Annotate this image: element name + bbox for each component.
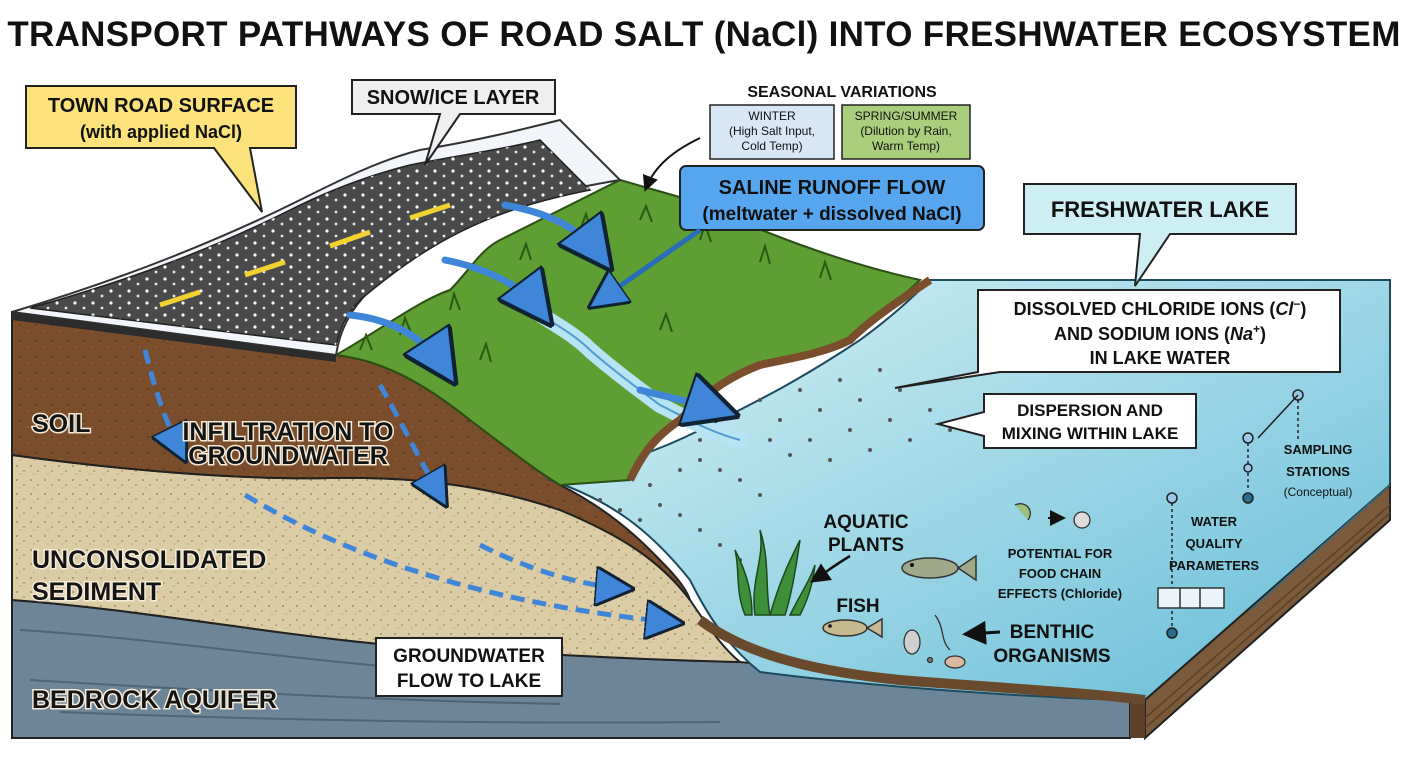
dispersion-line1: DISPERSION AND [1017,401,1163,420]
soil-label: SOIL [32,410,90,438]
winter-box [709,104,835,160]
sediment-label-line1: UNCONSOLIDATED [32,546,266,574]
winter-line2: Cold Temp) [741,139,802,153]
aquatic-plants-drawing [734,529,816,616]
spring-name: SPRING/SUMMER [855,109,958,123]
plants-label: AQUATIC PLANTS [809,512,909,583]
ions-callout: DISSOLVED CHLORIDE IONS (Cl−) AND SODIUM… [894,289,1341,389]
dispersion-callout: DISPERSION AND MIXING WITHIN LAKE [934,393,1197,449]
benthic-drawing [903,614,966,669]
ions-line2: AND SODIUM IONS (Na+) [1054,322,1266,344]
winter-name: WINTER [748,109,796,123]
sampling-label: SAMPLING STATIONS (Conceptual) [1284,442,1353,499]
wq-line1: WATER [1191,514,1238,529]
foodchain-line2: FOOD CHAIN [1019,566,1101,581]
foodchain-line3: EFFECTS (Chloride) [998,586,1122,601]
seasonal-heading: SEASONAL VARIATIONS [747,84,937,101]
sediment-label-line2: SEDIMENT [32,578,161,606]
ions-line1: DISSOLVED CHLORIDE IONS (Cl−) [1014,297,1307,319]
infiltration-line2: GROUNDWATER [188,442,388,470]
wq-line2: QUALITY [1185,536,1242,551]
benthic-label: BENTHIC ORGANISMS [962,620,1111,667]
road-surface [11,118,623,362]
bedrock-label: BEDROCK AQUIFER [32,686,277,714]
lake-callout-label: FRESHWATER LAKE [1051,197,1269,222]
foodchain-label: POTENTIAL FOR FOOD CHAIN EFFECTS (Chlori… [998,546,1122,601]
infiltration-line1: INFILTRATION TO [182,418,393,446]
road-callout-line2: (with applied NaCl) [80,122,242,142]
sampling-stations-drawing [1157,389,1304,639]
groundwater-line1: GROUNDWATER [393,646,545,667]
fish-label: FISH [836,596,879,617]
sampling-line2: STATIONS [1286,464,1350,479]
fish-drawing-1 [901,554,977,582]
spring-line1: (Dilution by Rain, [860,124,951,138]
groundwater-callout: GROUNDWATER FLOW TO LAKE [375,637,563,697]
snow-callout: SNOW/ICE LAYER [351,79,556,166]
infiltration-label: INFILTRATION TO GROUNDWATER [181,417,395,472]
lake-callout: FRESHWATER LAKE [1023,183,1297,287]
runoff-line2: (meltwater + dissolved NaCl) [702,204,961,225]
page-title: TRANSPORT PATHWAYS OF ROAD SALT (NaCl) I… [7,15,1400,54]
runoff-callout: SALINE RUNOFF FLOW (meltwater + dissolve… [600,165,985,300]
groundwater-line2: FLOW TO LAKE [397,671,541,692]
benthic-line1: BENTHIC [1010,622,1095,643]
plants-line2: PLANTS [828,535,904,556]
benthic-line2: ORGANISMS [993,646,1110,667]
infiltration-arrows [142,349,670,622]
ion-dots [598,368,952,562]
ions-line3: IN LAKE WATER [1090,348,1231,368]
foodchain-line1: POTENTIAL FOR [1008,546,1113,561]
spring-line2: Warm Temp) [872,139,940,153]
fish-drawing-2 [822,617,883,639]
winter-line1: (High Salt Input, [729,124,815,138]
runoff-arrows [346,201,720,410]
dispersion-line2: MIXING WITHIN LAKE [1002,424,1179,443]
road-callout: TOWN ROAD SURFACE (with applied NaCl) [25,85,297,213]
plants-line1: AQUATIC [823,512,908,533]
spring-box [841,104,971,160]
runoff-line1: SALINE RUNOFF FLOW [719,177,946,199]
seasonal-variations: SEASONAL VARIATIONS WINTER (High Salt In… [642,84,971,192]
sampling-line3: (Conceptual) [1284,485,1353,499]
wq-line3: PARAMETERS [1169,558,1259,573]
road-callout-line1: TOWN ROAD SURFACE [48,95,274,117]
food-chain-icons [1014,503,1091,529]
snow-callout-label: SNOW/ICE LAYER [367,87,540,109]
sampling-line1: SAMPLING [1284,442,1353,457]
water-quality-label: WATER QUALITY PARAMETERS [1169,514,1259,573]
